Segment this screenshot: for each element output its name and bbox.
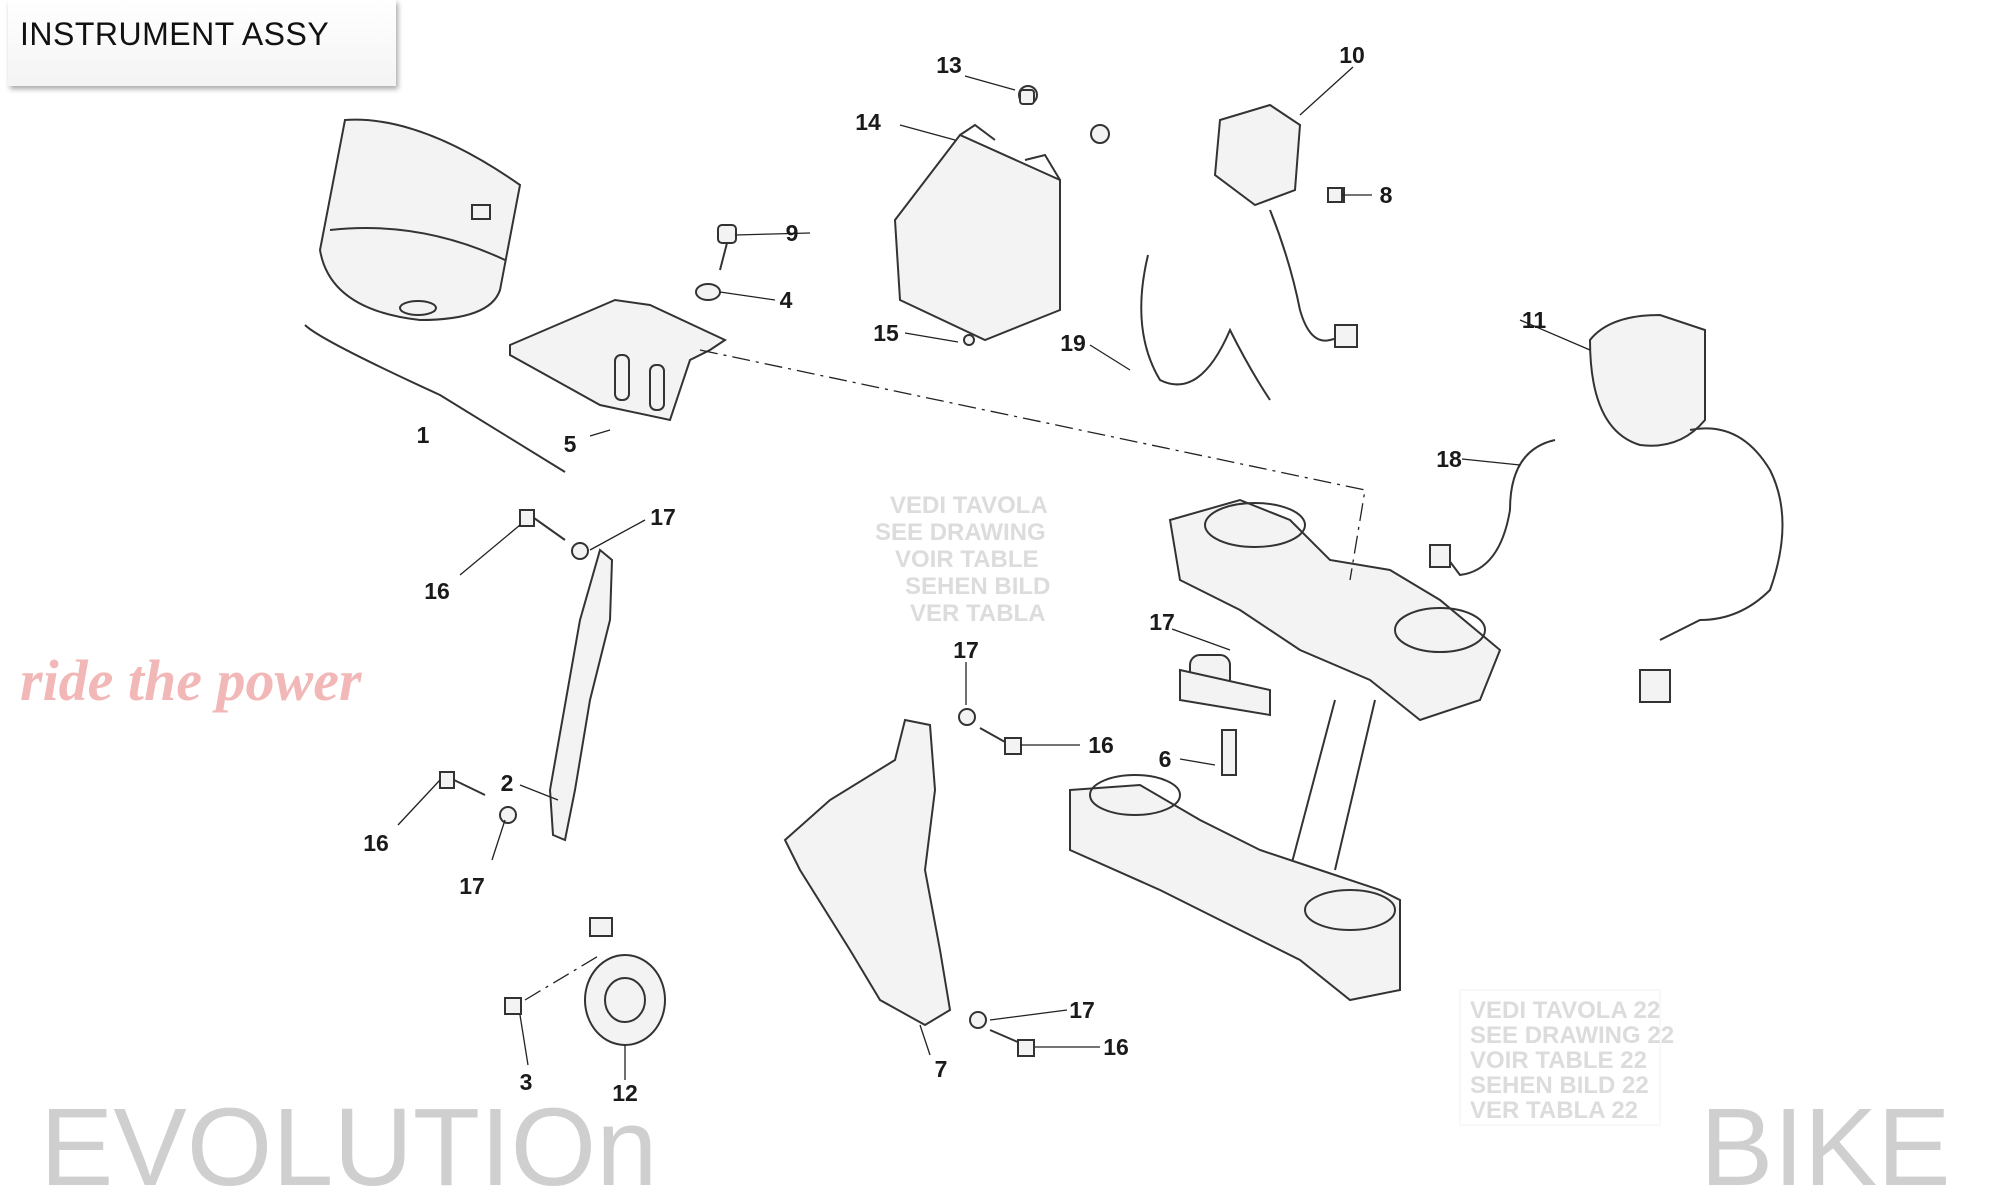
callout-1: 1 bbox=[417, 422, 430, 448]
svg-text:VOIR TABLE: VOIR TABLE bbox=[895, 546, 1039, 573]
svg-text:SEE DRAWING 22: SEE DRAWING 22 bbox=[1470, 1022, 1674, 1049]
callout-16: 16 bbox=[363, 830, 389, 856]
callout-6: 6 bbox=[1159, 746, 1172, 772]
leader-lines bbox=[397, 66, 1591, 1080]
diagram-title: INSTRUMENT ASSY bbox=[20, 16, 330, 52]
instrument-panel bbox=[304, 118, 566, 473]
screws-washers bbox=[439, 89, 1343, 1057]
svg-text:VER TABLA: VER TABLA bbox=[910, 600, 1046, 627]
ignition-part-6 bbox=[1179, 654, 1271, 776]
screw-9 bbox=[717, 224, 737, 271]
wire-18 bbox=[1429, 439, 1556, 577]
svg-text:VOIR TABLE 22: VOIR TABLE 22 bbox=[1470, 1047, 1647, 1074]
callout-14: 14 bbox=[855, 109, 881, 135]
callout-17: 17 bbox=[650, 504, 676, 530]
title-box: INSTRUMENT ASSY bbox=[8, 0, 396, 86]
svg-text:SEE DRAWING: SEE DRAWING bbox=[875, 519, 1046, 546]
upper-triple-clamp bbox=[1168, 498, 1502, 871]
callout-2: 2 bbox=[501, 770, 514, 796]
svg-text:VEDI TAVOLA 22: VEDI TAVOLA 22 bbox=[1470, 997, 1660, 1024]
callout-16: 16 bbox=[1088, 732, 1114, 758]
bracket-2 bbox=[548, 548, 614, 842]
callout-7: 7 bbox=[935, 1056, 948, 1082]
watermark-slogan: ride the power bbox=[20, 648, 362, 713]
callout-4: 4 bbox=[780, 287, 793, 313]
callout-13: 13 bbox=[936, 52, 962, 78]
instrument-bracket bbox=[509, 298, 728, 422]
callout-17: 17 bbox=[1149, 609, 1175, 635]
callouts: 1 2 3 4 5 6 7 8 9 10 11 12 13 14 15 16 1… bbox=[363, 42, 1546, 1106]
reference-note-bottom-right: VEDI TAVOLA 22 SEE DRAWING 22 VOIR TABLE… bbox=[1459, 989, 1674, 1126]
svg-text:VER TABLA 22: VER TABLA 22 bbox=[1470, 1097, 1638, 1124]
callout-16: 16 bbox=[424, 578, 450, 604]
reference-note-center: VEDI TAVOLA SEE DRAWING VOIR TABLE SEHEN… bbox=[875, 492, 1050, 627]
svg-text:SEHEN BILD: SEHEN BILD bbox=[905, 573, 1050, 600]
callout-19: 19 bbox=[1060, 330, 1086, 356]
grommet-4 bbox=[695, 283, 721, 301]
callout-3: 3 bbox=[520, 1069, 533, 1095]
wire-19 bbox=[1140, 254, 1271, 401]
lower-triple-clamp bbox=[1069, 774, 1401, 1002]
left-switch bbox=[1213, 103, 1358, 348]
callout-11: 11 bbox=[1522, 307, 1547, 333]
callout-9: 9 bbox=[786, 220, 799, 246]
control-unit bbox=[893, 85, 1110, 342]
cover-7 bbox=[783, 718, 952, 1027]
watermark-brand-right: BIKE bbox=[1700, 1086, 1951, 1196]
callout-5: 5 bbox=[564, 431, 577, 457]
callout-16: 16 bbox=[1103, 1034, 1129, 1060]
callout-15: 15 bbox=[873, 320, 899, 346]
svg-text:SEHEN BILD 22: SEHEN BILD 22 bbox=[1470, 1072, 1649, 1099]
watermark-brand-left: EVOLUTIOn bbox=[40, 1086, 657, 1196]
svg-text:VEDI TAVOLA: VEDI TAVOLA bbox=[890, 492, 1048, 519]
callout-12: 12 bbox=[612, 1080, 638, 1106]
callout-17: 17 bbox=[459, 873, 485, 899]
callout-17: 17 bbox=[1069, 997, 1095, 1023]
callout-10: 10 bbox=[1339, 42, 1365, 68]
callout-18: 18 bbox=[1436, 446, 1462, 472]
callout-17: 17 bbox=[953, 637, 979, 663]
horn-12 bbox=[584, 917, 666, 1046]
right-switch bbox=[1588, 313, 1784, 703]
watermark: EVOLUTIOn BIKE ride the power bbox=[20, 648, 1951, 1196]
callout-8: 8 bbox=[1380, 182, 1393, 208]
